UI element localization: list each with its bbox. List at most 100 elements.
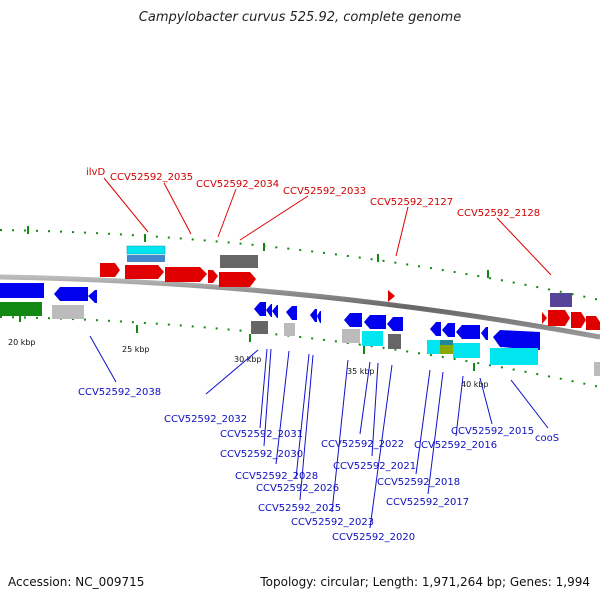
gene-reverse-arrow[interactable] xyxy=(317,311,321,323)
gene-forward-arrow[interactable] xyxy=(548,310,570,326)
gene-forward-arrow[interactable] xyxy=(388,290,395,302)
gene-label[interactable]: CCV52592_2035 xyxy=(110,172,193,183)
gene-label[interactable]: CCV52592_2128 xyxy=(457,208,540,219)
gene-label[interactable]: CCV52592_2016 xyxy=(414,440,497,451)
gene-reverse-arrow[interactable] xyxy=(88,290,97,303)
gene-forward-arrow[interactable] xyxy=(219,272,256,287)
gene-feature-teal[interactable] xyxy=(440,340,453,345)
gene-reverse-arrow[interactable] xyxy=(272,305,278,318)
label-leader-line xyxy=(369,364,393,529)
label-leader-line xyxy=(359,361,371,435)
gene-reverse-arrow[interactable] xyxy=(266,304,272,317)
gene-reverse-arrow[interactable] xyxy=(344,313,362,327)
gene-forward-arrow[interactable] xyxy=(100,263,120,277)
label-leader-line xyxy=(479,377,493,425)
gene-reverse-arrow[interactable] xyxy=(442,323,455,337)
gene-forward-arrow[interactable] xyxy=(165,267,207,282)
label-leader-line xyxy=(415,369,431,475)
label-leader-line xyxy=(299,354,314,501)
label-leader-line xyxy=(496,217,552,276)
label-leader-line xyxy=(455,375,464,437)
gene-label[interactable]: CCV52592_2032 xyxy=(164,414,247,425)
gene-feature-grey[interactable] xyxy=(220,255,258,268)
gene-label[interactable]: ilvD xyxy=(86,167,105,178)
gene-feature-cyan[interactable] xyxy=(362,331,383,346)
gene-reverse-arrow[interactable] xyxy=(387,317,403,331)
genome-backbone xyxy=(0,274,600,340)
gene-feature-darkgrey[interactable] xyxy=(388,334,401,349)
gene-label[interactable]: CCV52592_2033 xyxy=(283,186,366,197)
gene-reverse-arrow[interactable] xyxy=(493,330,540,350)
scale-label: 20 kbp xyxy=(8,338,36,347)
gene-reverse-arrow[interactable] xyxy=(286,306,297,320)
gene-feature-cyan[interactable] xyxy=(126,245,166,255)
label-leader-line xyxy=(163,182,192,235)
gene-feature-cyan[interactable] xyxy=(453,343,480,358)
gene-label[interactable]: CCV52592_2015 xyxy=(451,426,534,437)
scale-label: 40 kbp xyxy=(461,380,489,389)
gene-forward-arrow[interactable] xyxy=(571,312,586,328)
label-leader-line xyxy=(217,188,237,238)
scale-label: 30 kbp xyxy=(234,355,262,364)
gene-label[interactable]: CCV52592_2026 xyxy=(256,483,339,494)
map-title: Campylobacter curvus 525.92, complete ge… xyxy=(138,10,462,25)
gene-reverse-arrow[interactable] xyxy=(54,287,88,301)
gene-reverse-block[interactable] xyxy=(0,283,44,298)
gene-label[interactable]: CCV52592_2021 xyxy=(333,461,416,472)
label-leader-line xyxy=(103,177,149,233)
gene-label[interactable]: CCV52592_2018 xyxy=(377,477,460,488)
gene-feature-lightgrey[interactable] xyxy=(284,323,295,336)
gene-feature-steelblue[interactable] xyxy=(127,255,165,262)
label-leader-line xyxy=(275,350,290,465)
gene-reverse-arrow[interactable] xyxy=(364,315,386,329)
gene-feature-olive[interactable] xyxy=(440,345,453,354)
label-leader-line xyxy=(205,349,259,395)
scale-label: 25 kbp xyxy=(122,345,150,354)
gene-feature-purple[interactable] xyxy=(550,293,572,307)
accession-label: Accession: NC_009715 xyxy=(8,575,145,589)
label-leader-line xyxy=(331,359,349,513)
gene-forward-arrow[interactable] xyxy=(208,270,218,283)
gene-label[interactable]: CCV52592_2034 xyxy=(196,179,279,190)
label-leader-line xyxy=(89,335,117,383)
gene-label[interactable]: CCV52592_2038 xyxy=(78,387,161,398)
label-leader-line xyxy=(510,379,549,429)
gene-feature-darkgrey[interactable] xyxy=(251,321,268,334)
gene-forward-arrow[interactable] xyxy=(125,265,164,279)
label-leader-line xyxy=(259,348,268,429)
gene-label[interactable]: CCV52592_2020 xyxy=(332,532,415,543)
scale-label: 35 kbp xyxy=(347,367,375,376)
gene-label[interactable]: CCV52592_2023 xyxy=(291,517,374,528)
gene-reverse-arrow[interactable] xyxy=(481,327,488,340)
gene-feature-cyan[interactable] xyxy=(427,340,441,354)
label-leader-line xyxy=(395,206,409,257)
label-leader-line xyxy=(295,353,310,479)
gene-label[interactable]: CCV52592_2022 xyxy=(321,439,404,450)
gene-feature-cyan[interactable] xyxy=(490,348,538,365)
gene-feature-green[interactable] xyxy=(0,302,42,316)
gene-reverse-arrow[interactable] xyxy=(310,309,317,322)
gene-reverse-arrow[interactable] xyxy=(430,322,441,336)
gene-feature-lightgrey[interactable] xyxy=(52,305,84,319)
gene-label[interactable]: CCV52592_2025 xyxy=(258,503,341,514)
topology-summary: Topology: circular; Length: 1,971,264 bp… xyxy=(260,575,590,589)
gene-feature-lightgrey[interactable] xyxy=(594,362,600,376)
label-leader-line xyxy=(263,348,272,447)
label-leader-line xyxy=(427,371,444,495)
gene-forward-arrow[interactable] xyxy=(542,312,547,324)
gene-feature-lightgrey[interactable] xyxy=(342,329,360,343)
inner-dotted-ring xyxy=(0,316,600,388)
outer-dotted-ring xyxy=(0,229,600,301)
gene-reverse-arrow[interactable] xyxy=(456,325,480,339)
gene-label[interactable]: CCV52592_2031 xyxy=(220,429,303,440)
gene-label[interactable]: CCV52592_2127 xyxy=(370,197,453,208)
gene-forward-arrow[interactable] xyxy=(586,316,600,330)
label-leader-line xyxy=(239,195,309,241)
gene-reverse-arrow[interactable] xyxy=(254,302,266,316)
label-leader-line xyxy=(371,362,379,457)
gene-label[interactable]: CCV52592_2028 xyxy=(235,471,318,482)
gene-label[interactable]: CCV52592_2017 xyxy=(386,497,469,508)
gene-label[interactable]: cooS xyxy=(535,433,559,444)
gene-label[interactable]: CCV52592_2030 xyxy=(220,449,303,460)
